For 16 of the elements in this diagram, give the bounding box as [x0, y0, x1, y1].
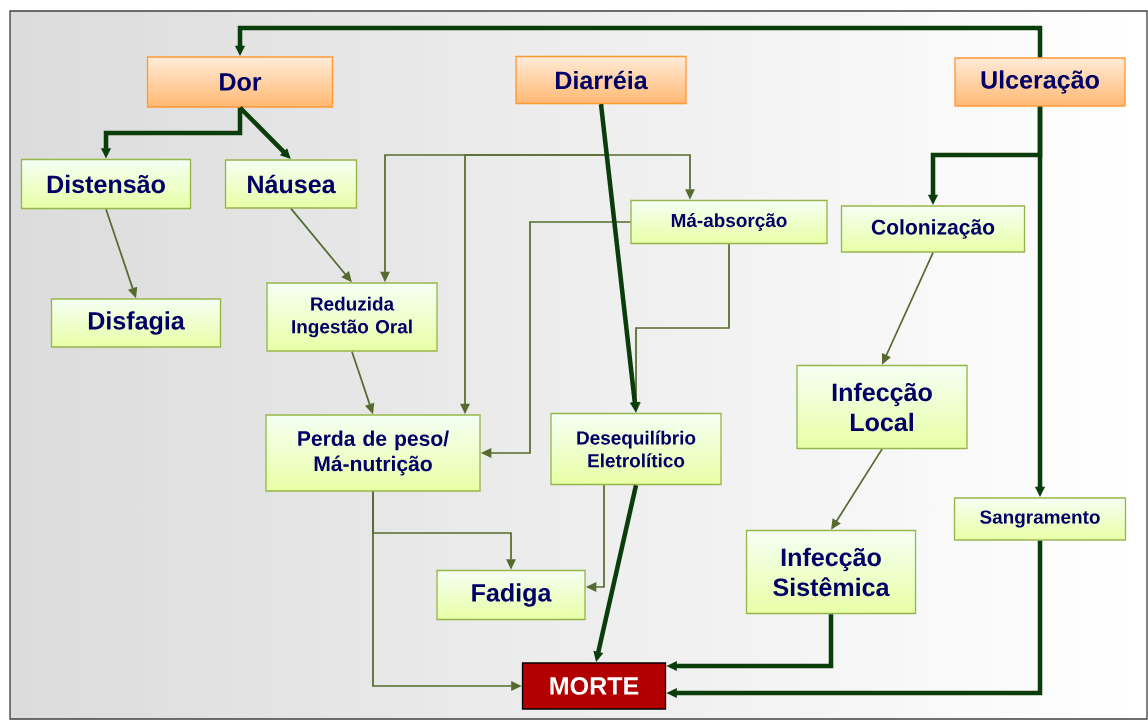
process-box: Desequilíbrio Eletrolítico: [550, 412, 722, 486]
process-box: Reduzida Ingestão Oral: [266, 282, 438, 352]
process-box: Náusea: [224, 159, 358, 209]
outcome-box: MORTE: [521, 662, 667, 710]
process-box: Colonização: [840, 205, 1026, 253]
process-box: Disfagia: [50, 298, 222, 348]
cause-box: Ulceração: [954, 57, 1126, 107]
process-box: Distensão: [20, 158, 192, 210]
process-box: Sangramento: [953, 497, 1127, 541]
cause-box: Diarréia: [515, 55, 687, 105]
process-box: Perda de peso/ Má-nutrição: [265, 414, 481, 492]
cause-box: Dor: [146, 56, 334, 108]
process-box: Infecção Sistêmica: [745, 529, 917, 615]
process-box: Infecção Local: [796, 364, 968, 450]
process-box: Fadiga: [436, 569, 586, 621]
process-box: Má-absorção: [630, 199, 828, 245]
